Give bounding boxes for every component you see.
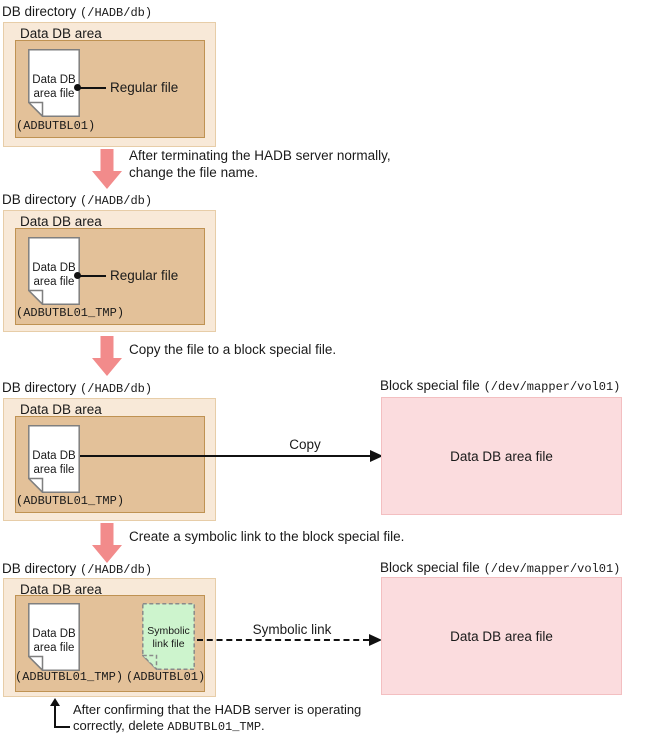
symlink-arrowhead-icon [369,633,382,646]
file-icon-label: Data DB area file [32,74,76,100]
db-directory-label: DB directory (/HADB/db) [2,192,152,208]
callout-line [80,274,106,277]
regular-file-label: Regular file [110,80,179,95]
file-name-label: (ADBUTBL01) [16,119,96,133]
file-icon [28,49,80,117]
symlink-file-icon [142,603,195,670]
file-name-label: (ADBUTBL01_TMP) [15,670,124,684]
db-directory-path: (/HADB/db) [80,194,153,208]
db-directory-text: DB directory [2,192,77,207]
db-directory-label: DB directory (/HADB/db) [2,561,152,577]
file-icon [28,237,80,305]
block-special-file-label: Block special file (/dev/mapper/vol01) [380,560,620,576]
copy-arrow-line [80,455,370,457]
folded-corner-icon [28,477,44,493]
copy-arrow-label: Copy [289,437,321,452]
db-directory-path: (/HADB/db) [80,6,153,20]
symlink-arrow-label: Symbolic link [252,622,332,637]
callout-line [80,86,106,89]
file-icon [28,603,80,671]
file-icon [28,425,80,493]
file-name-label: (ADBUTBL01_TMP) [16,494,125,508]
symlink-arrow-line [197,639,369,641]
block-special-file-path: (/dev/mapper/vol01) [483,562,621,576]
footnote-arrow-stem [54,705,56,726]
block-special-file-text: Block special file [380,560,480,575]
symlink-file-label: Symbolic link file [147,625,190,650]
step-1-text: After terminating the HADB server normal… [129,148,391,180]
footnote-arrowhead-icon [50,698,60,706]
regular-file-label: Regular file [110,268,179,283]
folded-corner-icon [28,289,44,305]
callout-dot-icon [74,84,81,91]
block-special-file-label: Block special file (/dev/mapper/vol01) [380,378,620,394]
block-content-label: Data DB area file [450,448,553,464]
file-icon-label: Data DB area file [32,628,76,654]
step-down-arrow-icon [92,336,122,376]
data-db-area-label: Data DB area [20,214,102,229]
block-content-label: Data DB area file [450,628,553,644]
db-directory-path: (/HADB/db) [80,563,153,577]
db-directory-text: DB directory [2,380,77,395]
folded-corner-icon [28,101,44,117]
db-directory-text: DB directory [2,4,77,19]
symlink-file-name-label: (ADBUTBL01) [126,670,206,684]
callout-dot-icon [74,272,81,279]
footnote-arrow-foot [54,726,70,728]
block-special-file-box: Data DB area file [381,577,622,695]
block-special-file-text: Block special file [380,378,480,393]
db-directory-label: DB directory (/HADB/db) [2,380,152,396]
data-db-area-label: Data DB area [20,402,102,417]
file-icon-label: Data DB area file [32,450,76,476]
folded-corner-icon [142,654,158,670]
step-down-arrow-icon [92,523,122,563]
db-directory-text: DB directory [2,561,77,576]
copy-arrowhead-icon [370,449,383,462]
db-directory-path: (/HADB/db) [80,382,153,396]
file-name-label: (ADBUTBL01_TMP) [16,306,125,320]
file-icon-label: Data DB area file [32,262,76,288]
step-down-arrow-icon [92,149,122,189]
data-db-area-label: Data DB area [20,582,102,597]
block-special-file-path: (/dev/mapper/vol01) [483,380,621,394]
folded-corner-icon [28,655,44,671]
step-2-text: Copy the file to a block special file. [129,342,337,357]
block-special-file-box: Data DB area file [381,397,622,515]
step-3-text: Create a symbolic link to the block spec… [129,529,405,544]
data-db-area-label: Data DB area [20,26,102,41]
footnote-text: After confirming that the HADB server is… [73,702,362,734]
db-directory-label: DB directory (/HADB/db) [2,4,152,20]
footnote-code: ADBUTBL01_TMP [167,719,262,734]
